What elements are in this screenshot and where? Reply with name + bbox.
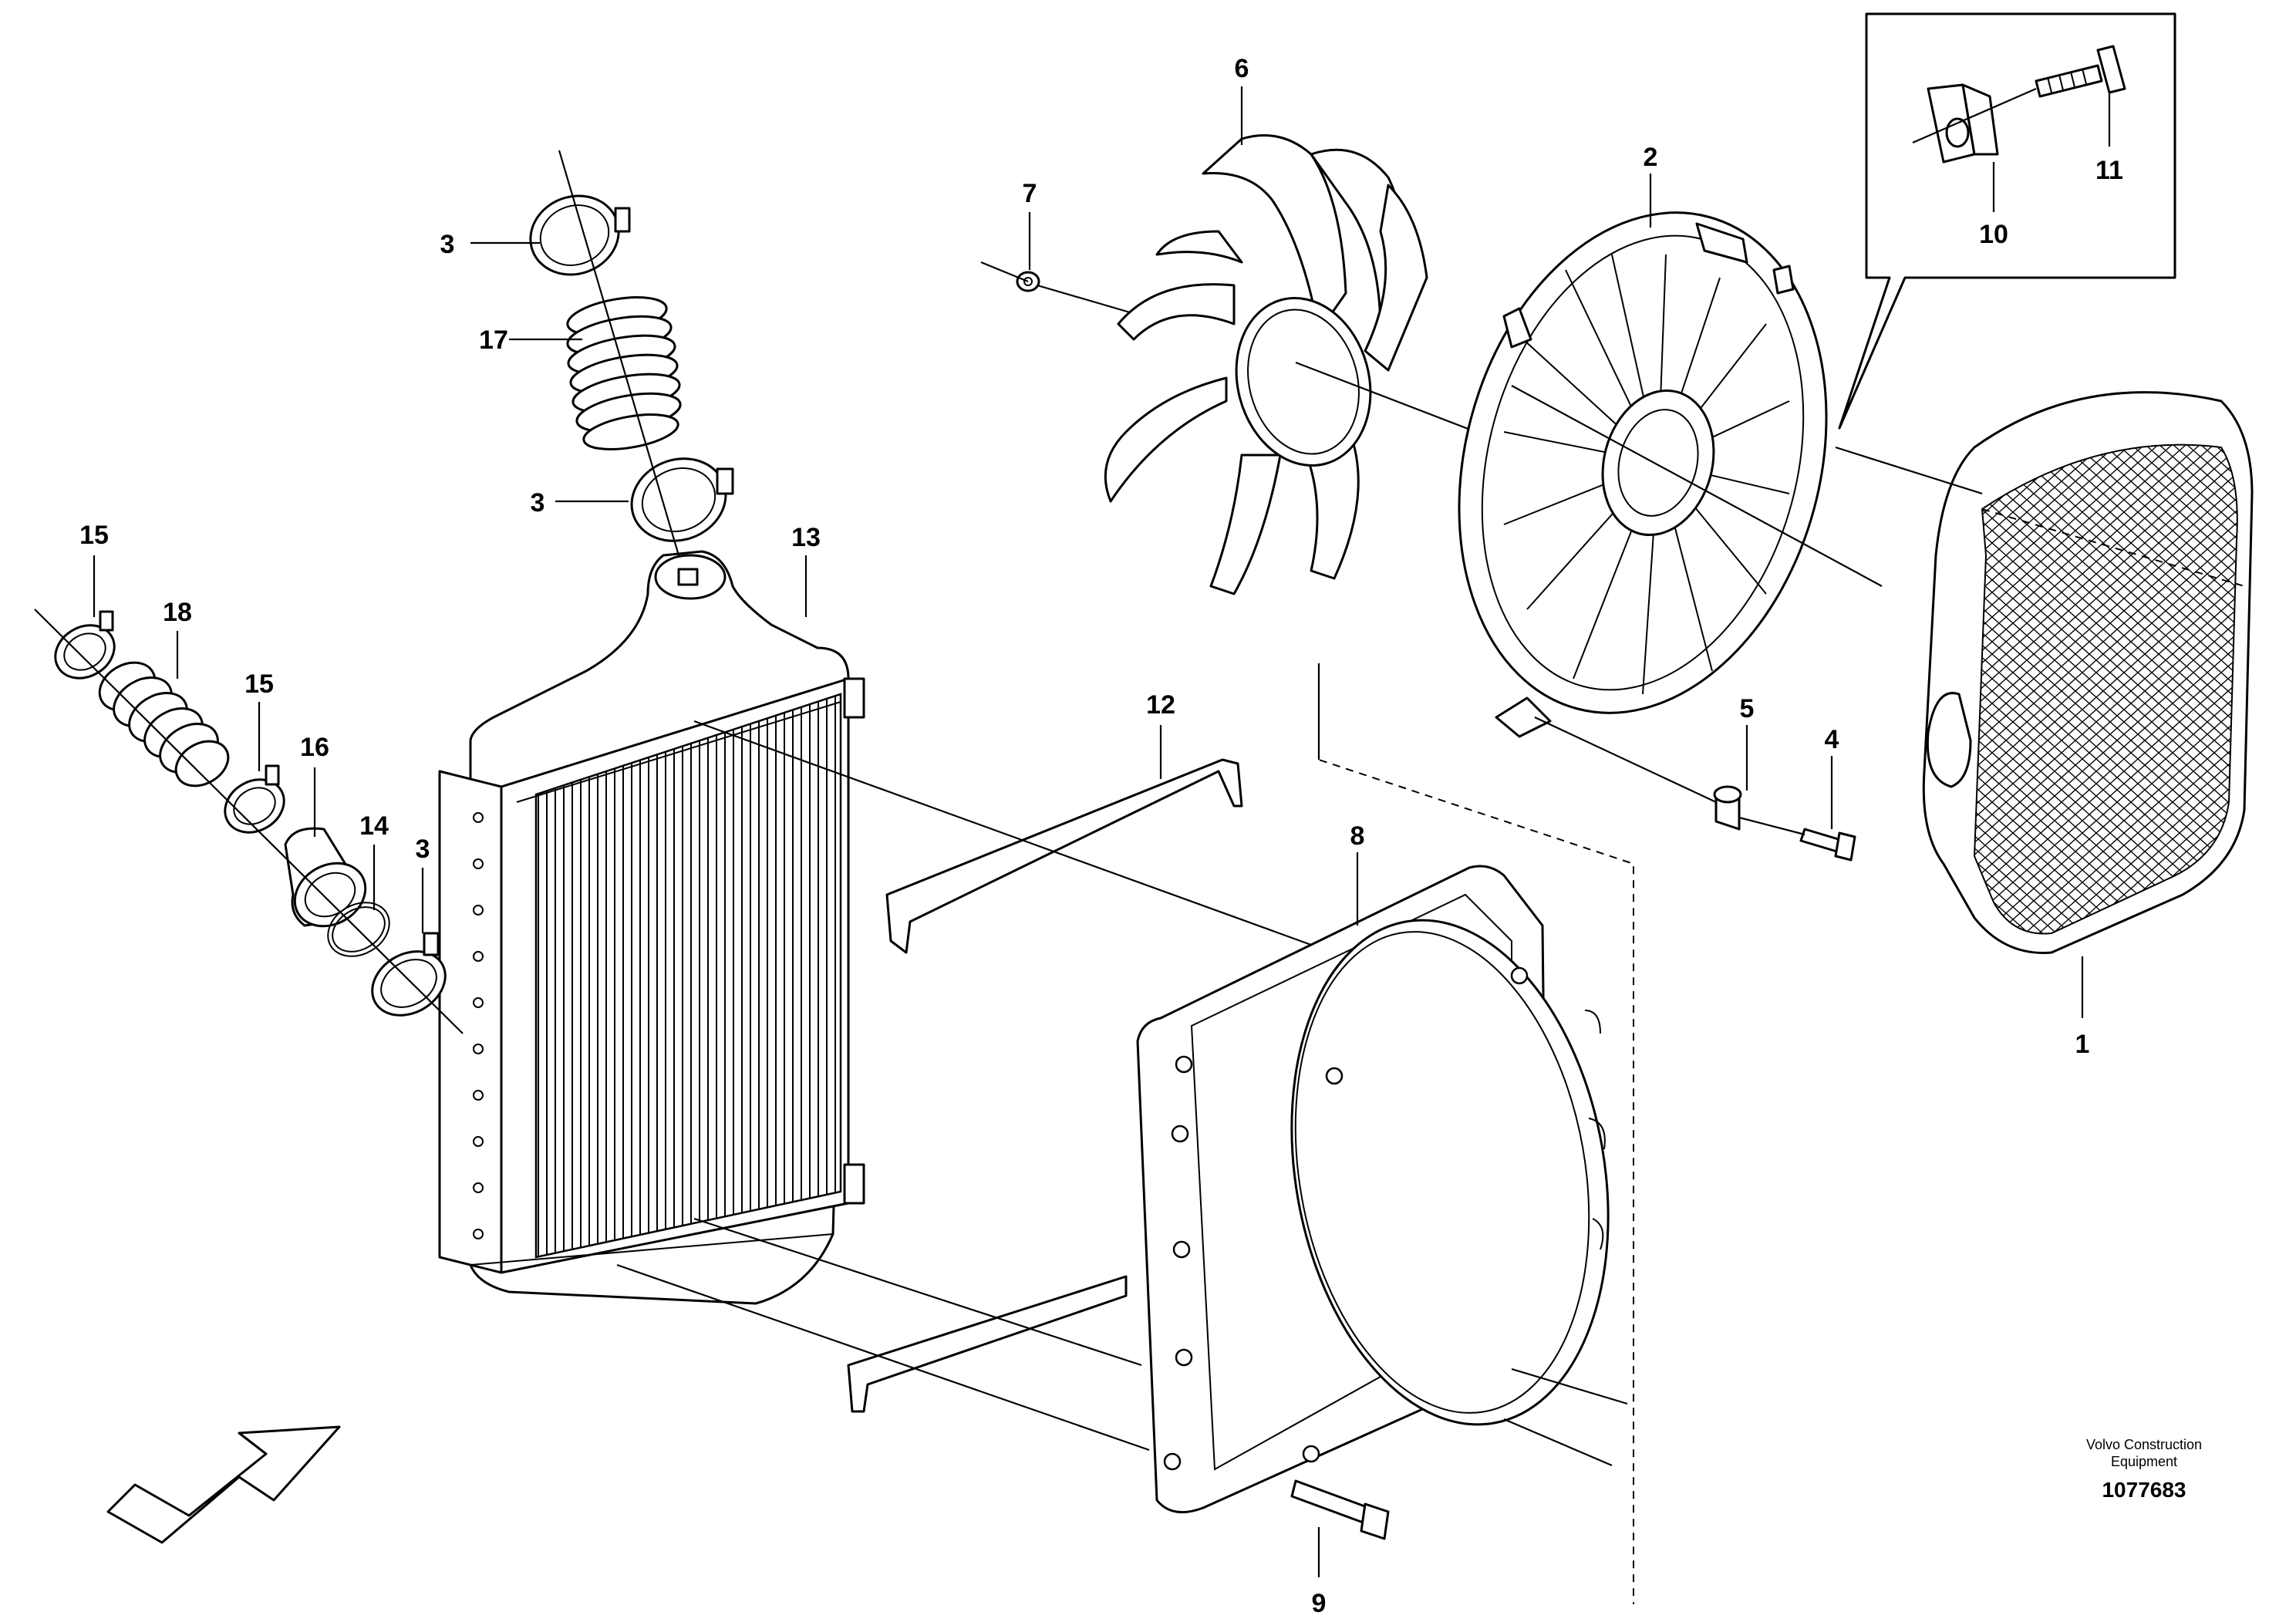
callout-11: 11: [2095, 156, 2123, 185]
callout-2: 2: [1644, 143, 1658, 172]
detail-box: [1838, 12, 2176, 430]
callout-3-upper: 3: [440, 230, 455, 259]
callout-3-middle: 3: [531, 488, 545, 518]
assembly-lines: [616, 720, 1628, 1467]
airflow-arrow-icon: [106, 1425, 341, 1544]
drawing-number: 1077683: [2102, 1478, 2186, 1502]
callout-3-lower: 3: [416, 835, 430, 864]
hose-lower-part-18: [34, 609, 464, 1034]
callout-14: 14: [359, 811, 389, 841]
callout-leaders: [93, 86, 2111, 1577]
credit-line-2: Equipment: [2110, 1454, 2178, 1469]
fan-shroud-part-8: [1136, 663, 1634, 1604]
callout-15-right: 15: [244, 669, 274, 699]
callout-9: 9: [1312, 1589, 1327, 1618]
callout-12: 12: [1146, 690, 1175, 720]
credit-line-1: Volvo Construction: [2085, 1437, 2203, 1452]
strip-part-12: [885, 758, 1243, 954]
callout-16: 16: [300, 733, 329, 762]
fan-part-6: [980, 134, 1497, 595]
fan-ring-part-2: [1458, 211, 1883, 862]
callout-17: 17: [479, 325, 508, 355]
callout-7: 7: [1023, 179, 1037, 208]
charge-air-cooler-part-13: [438, 550, 865, 1305]
callout-13: 13: [791, 523, 821, 552]
callout-15-left: 15: [79, 521, 109, 550]
strip-lower: [847, 1275, 1128, 1413]
callout-labels: 1 2 3 3 3 4 5 6 7 8 9 10 11 12 13 14 15 …: [79, 54, 2123, 1618]
callout-8: 8: [1350, 821, 1365, 851]
callout-6: 6: [1235, 54, 1249, 83]
callout-4: 4: [1825, 725, 1839, 754]
callout-18: 18: [163, 598, 192, 627]
callout-1: 1: [2075, 1030, 2090, 1059]
callout-5: 5: [1740, 694, 1755, 723]
callout-10: 10: [1979, 220, 2008, 249]
credit-block: Volvo Construction Equipment 1077683: [2052, 1436, 2237, 1502]
grille-part-1: [1835, 391, 2254, 954]
hose-upper-part-17: [529, 150, 734, 556]
